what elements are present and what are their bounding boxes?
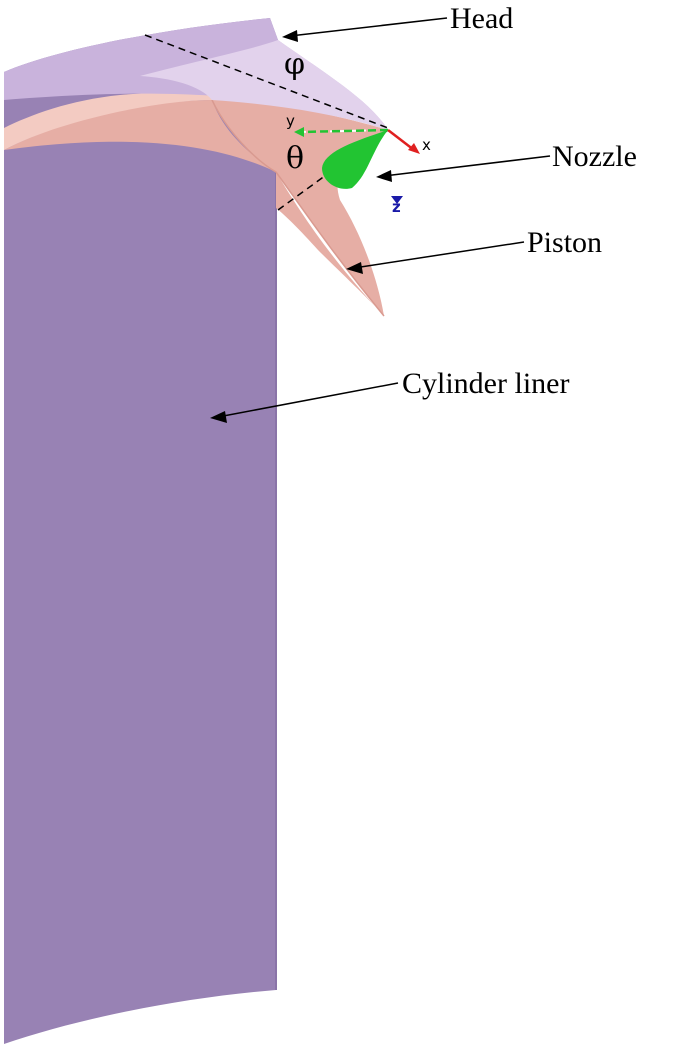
phi-angle-label: φ: [284, 47, 305, 82]
x-axis-arrowhead: [408, 143, 420, 154]
nozzle-callout: [376, 155, 551, 182]
head-lower-face: [140, 40, 388, 130]
theta-angle-label: θ: [286, 141, 304, 176]
head-angle-dashed-line: [144, 34, 389, 129]
x-axis-label: x: [422, 136, 431, 154]
piston-label: Piston: [527, 226, 602, 259]
piston-outline: [211, 99, 385, 317]
head-callout: [282, 17, 448, 42]
x-axis-arrow: [387, 129, 415, 151]
piston-shape: [4, 100, 384, 316]
nozzle-spray-plume: [322, 130, 388, 189]
z-axis-label: z: [392, 198, 401, 216]
y-axis-label: y: [286, 112, 295, 130]
cylinder-liner-callout: [210, 382, 399, 423]
piston-callout: [346, 241, 525, 274]
head-label: Head: [450, 2, 513, 35]
y-axis-arrow: [299, 128, 389, 134]
piston-top-surface: [4, 92, 388, 150]
cylinder-liner-shape: [4, 18, 278, 1044]
z-axis-arrowhead: [391, 196, 403, 204]
y-axis-arrowhead: [294, 127, 304, 137]
cylinder-liner-label: Cylinder liner: [402, 367, 569, 400]
nozzle-label: Nozzle: [552, 140, 637, 173]
